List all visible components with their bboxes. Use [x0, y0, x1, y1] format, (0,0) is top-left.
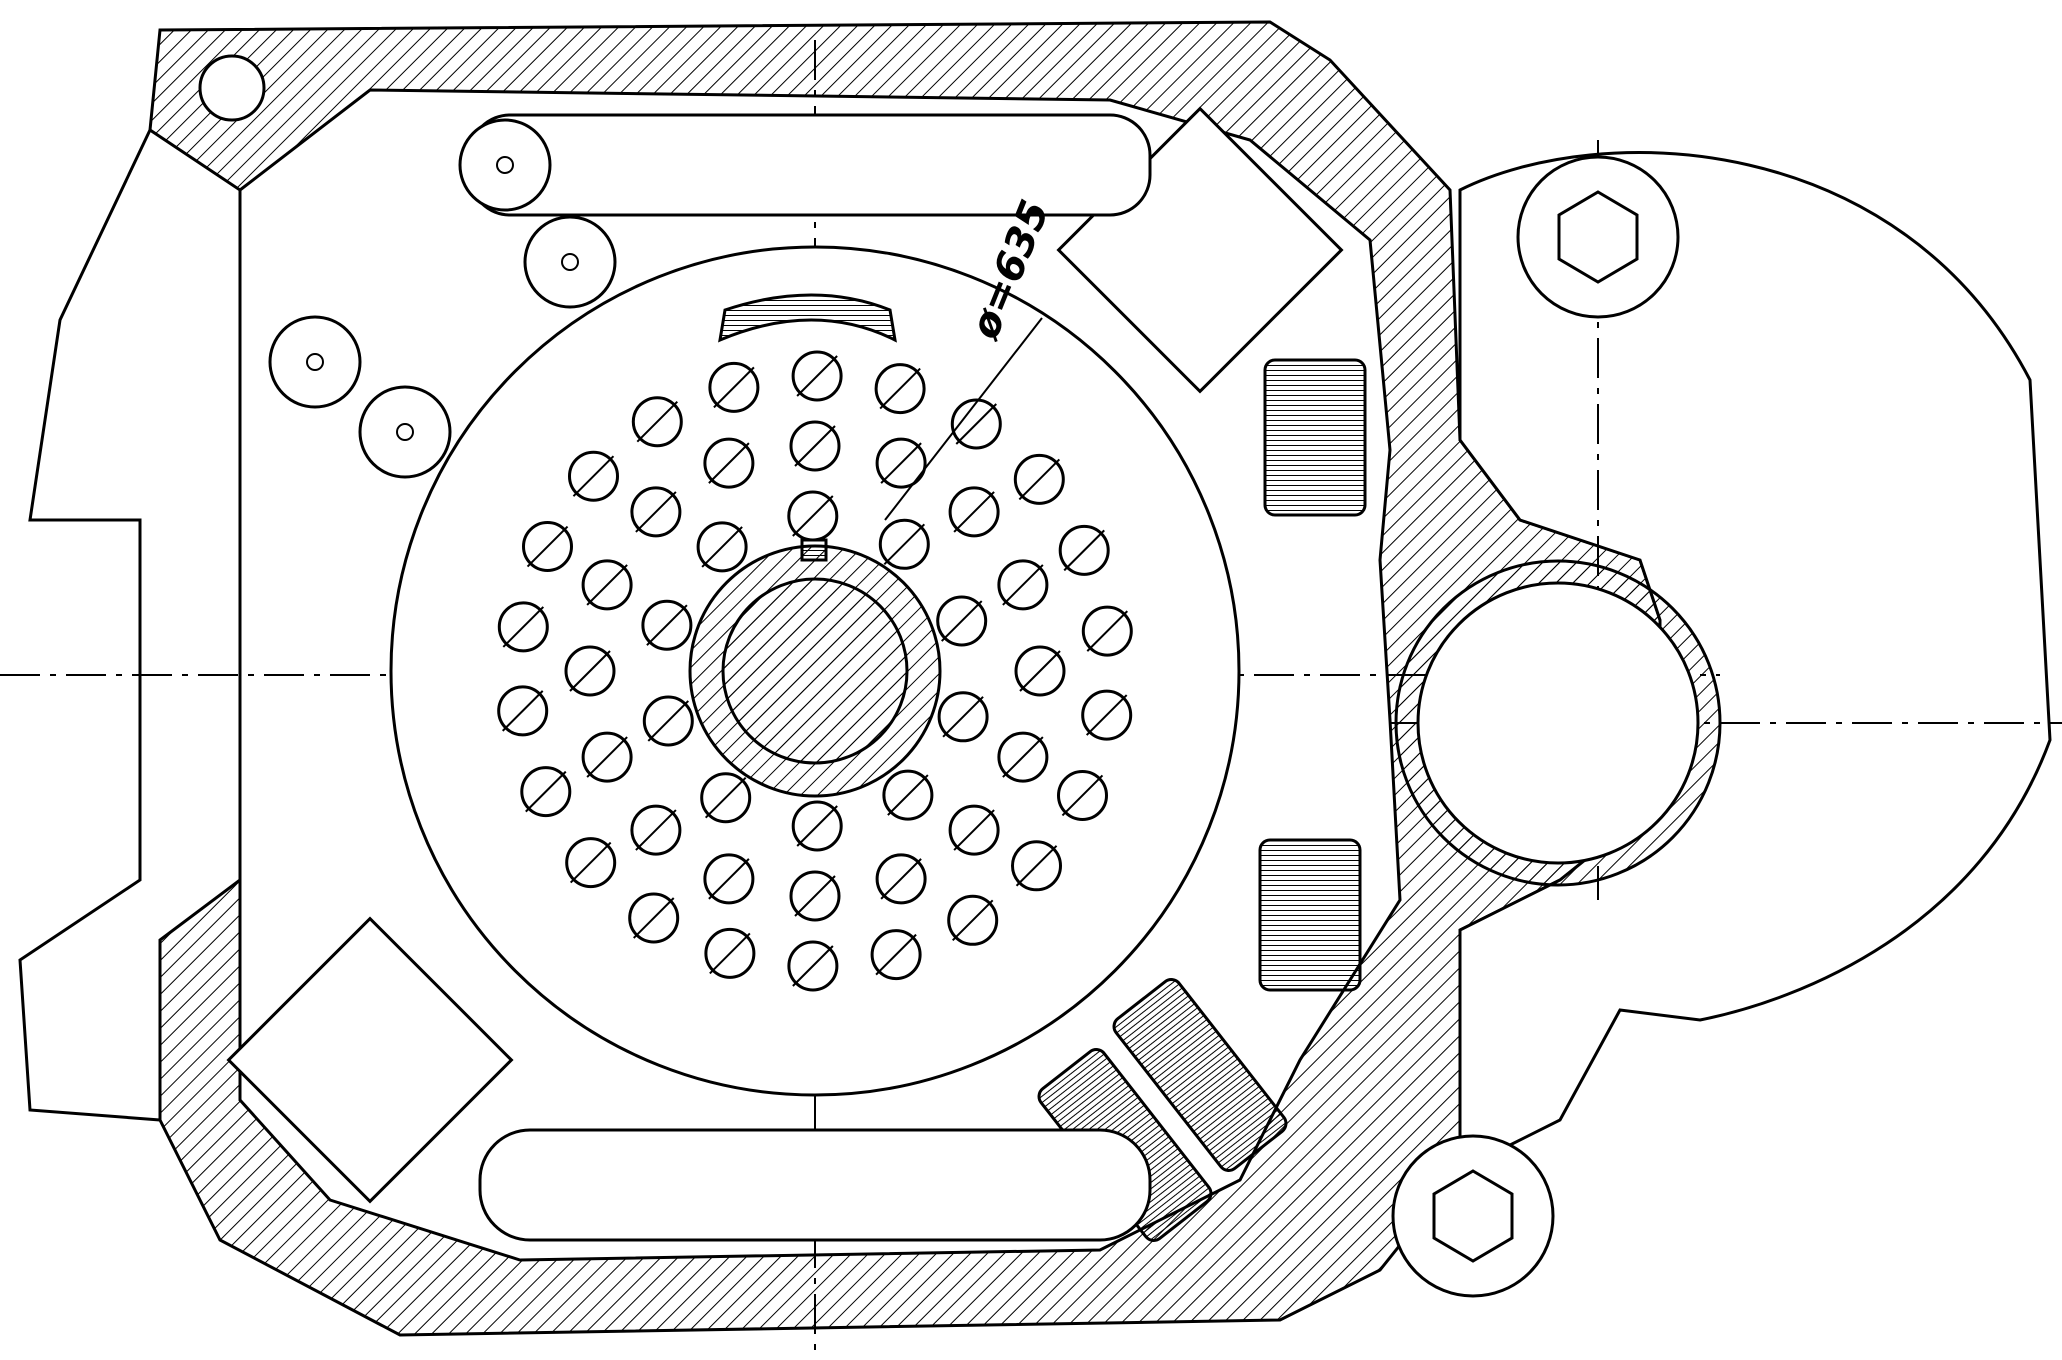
hole-centerline — [794, 425, 836, 467]
hole-centerline — [1018, 458, 1061, 501]
hole-centerline — [792, 945, 834, 987]
hole-centerline — [1063, 529, 1105, 572]
hole-centerline — [951, 899, 994, 942]
hole-centerline — [953, 491, 995, 533]
top-bar — [468, 113, 1152, 217]
hole-centerline — [1002, 564, 1044, 606]
coil-upper — [1263, 358, 1367, 517]
hole-centerline — [875, 933, 917, 976]
hole-centerline — [704, 776, 747, 819]
coil-lower — [1258, 838, 1362, 992]
pin-top-left — [198, 54, 266, 122]
shaft-key — [800, 538, 828, 562]
left-bracket — [18, 127, 242, 1122]
gear-segment — [718, 293, 897, 343]
bolt-lower — [1391, 1134, 1555, 1298]
bolt-upper — [1516, 155, 1680, 319]
hole-centerline — [792, 495, 834, 537]
hole-centerline — [1085, 694, 1128, 736]
hole-centerline — [569, 841, 612, 884]
coil-diagonal-1 — [1112, 978, 1288, 1172]
hole-centerline — [586, 736, 628, 778]
shaft — [721, 577, 909, 765]
hole-centerline — [572, 455, 615, 497]
hole-centerline — [955, 403, 997, 445]
hole-centerline — [701, 526, 743, 568]
hole-centerline — [526, 525, 569, 568]
hole-centerline — [942, 696, 984, 738]
hole-centerline — [880, 858, 922, 900]
rollers — [268, 118, 617, 479]
hole-centerline — [1002, 736, 1044, 778]
hole-centerline — [1086, 610, 1128, 652]
hole-centerline — [635, 809, 677, 851]
hole-centerline — [879, 367, 921, 410]
bottom-bar — [478, 1128, 1152, 1242]
hole-centerline — [635, 491, 677, 533]
hole-centerline — [709, 932, 751, 975]
hole-centerline — [1061, 774, 1104, 817]
hole-centerline — [502, 606, 545, 648]
hole-centerline — [1015, 845, 1058, 887]
right-ring-bore — [1416, 581, 1700, 865]
hole-centerline — [880, 442, 922, 484]
hole-centerline — [1019, 650, 1061, 692]
dimension-line — [884, 317, 1043, 521]
hole-centerline — [941, 600, 983, 642]
hole-centerline — [796, 805, 838, 847]
hole-centerline — [708, 858, 750, 900]
hole-centerline — [502, 690, 544, 732]
hole-pattern — [497, 350, 1133, 992]
hole-centerline — [883, 523, 926, 566]
right-lobe — [1458, 151, 2052, 1173]
hole-centerline — [647, 700, 689, 742]
hole-centerline — [569, 650, 611, 692]
hole-centerline — [636, 400, 679, 443]
hole-centerline — [646, 604, 688, 646]
hole-centerline — [525, 770, 567, 813]
hole-centerline — [713, 366, 755, 409]
clamp-block-lower-left — [226, 916, 514, 1204]
hole-centerline — [633, 897, 675, 939]
hole-centerline — [708, 442, 750, 484]
hole-centerline — [586, 564, 628, 606]
hole-centerline — [796, 355, 838, 397]
hole-centerline — [953, 809, 995, 851]
hole-centerline — [794, 875, 836, 917]
hole-centerline — [887, 774, 929, 816]
